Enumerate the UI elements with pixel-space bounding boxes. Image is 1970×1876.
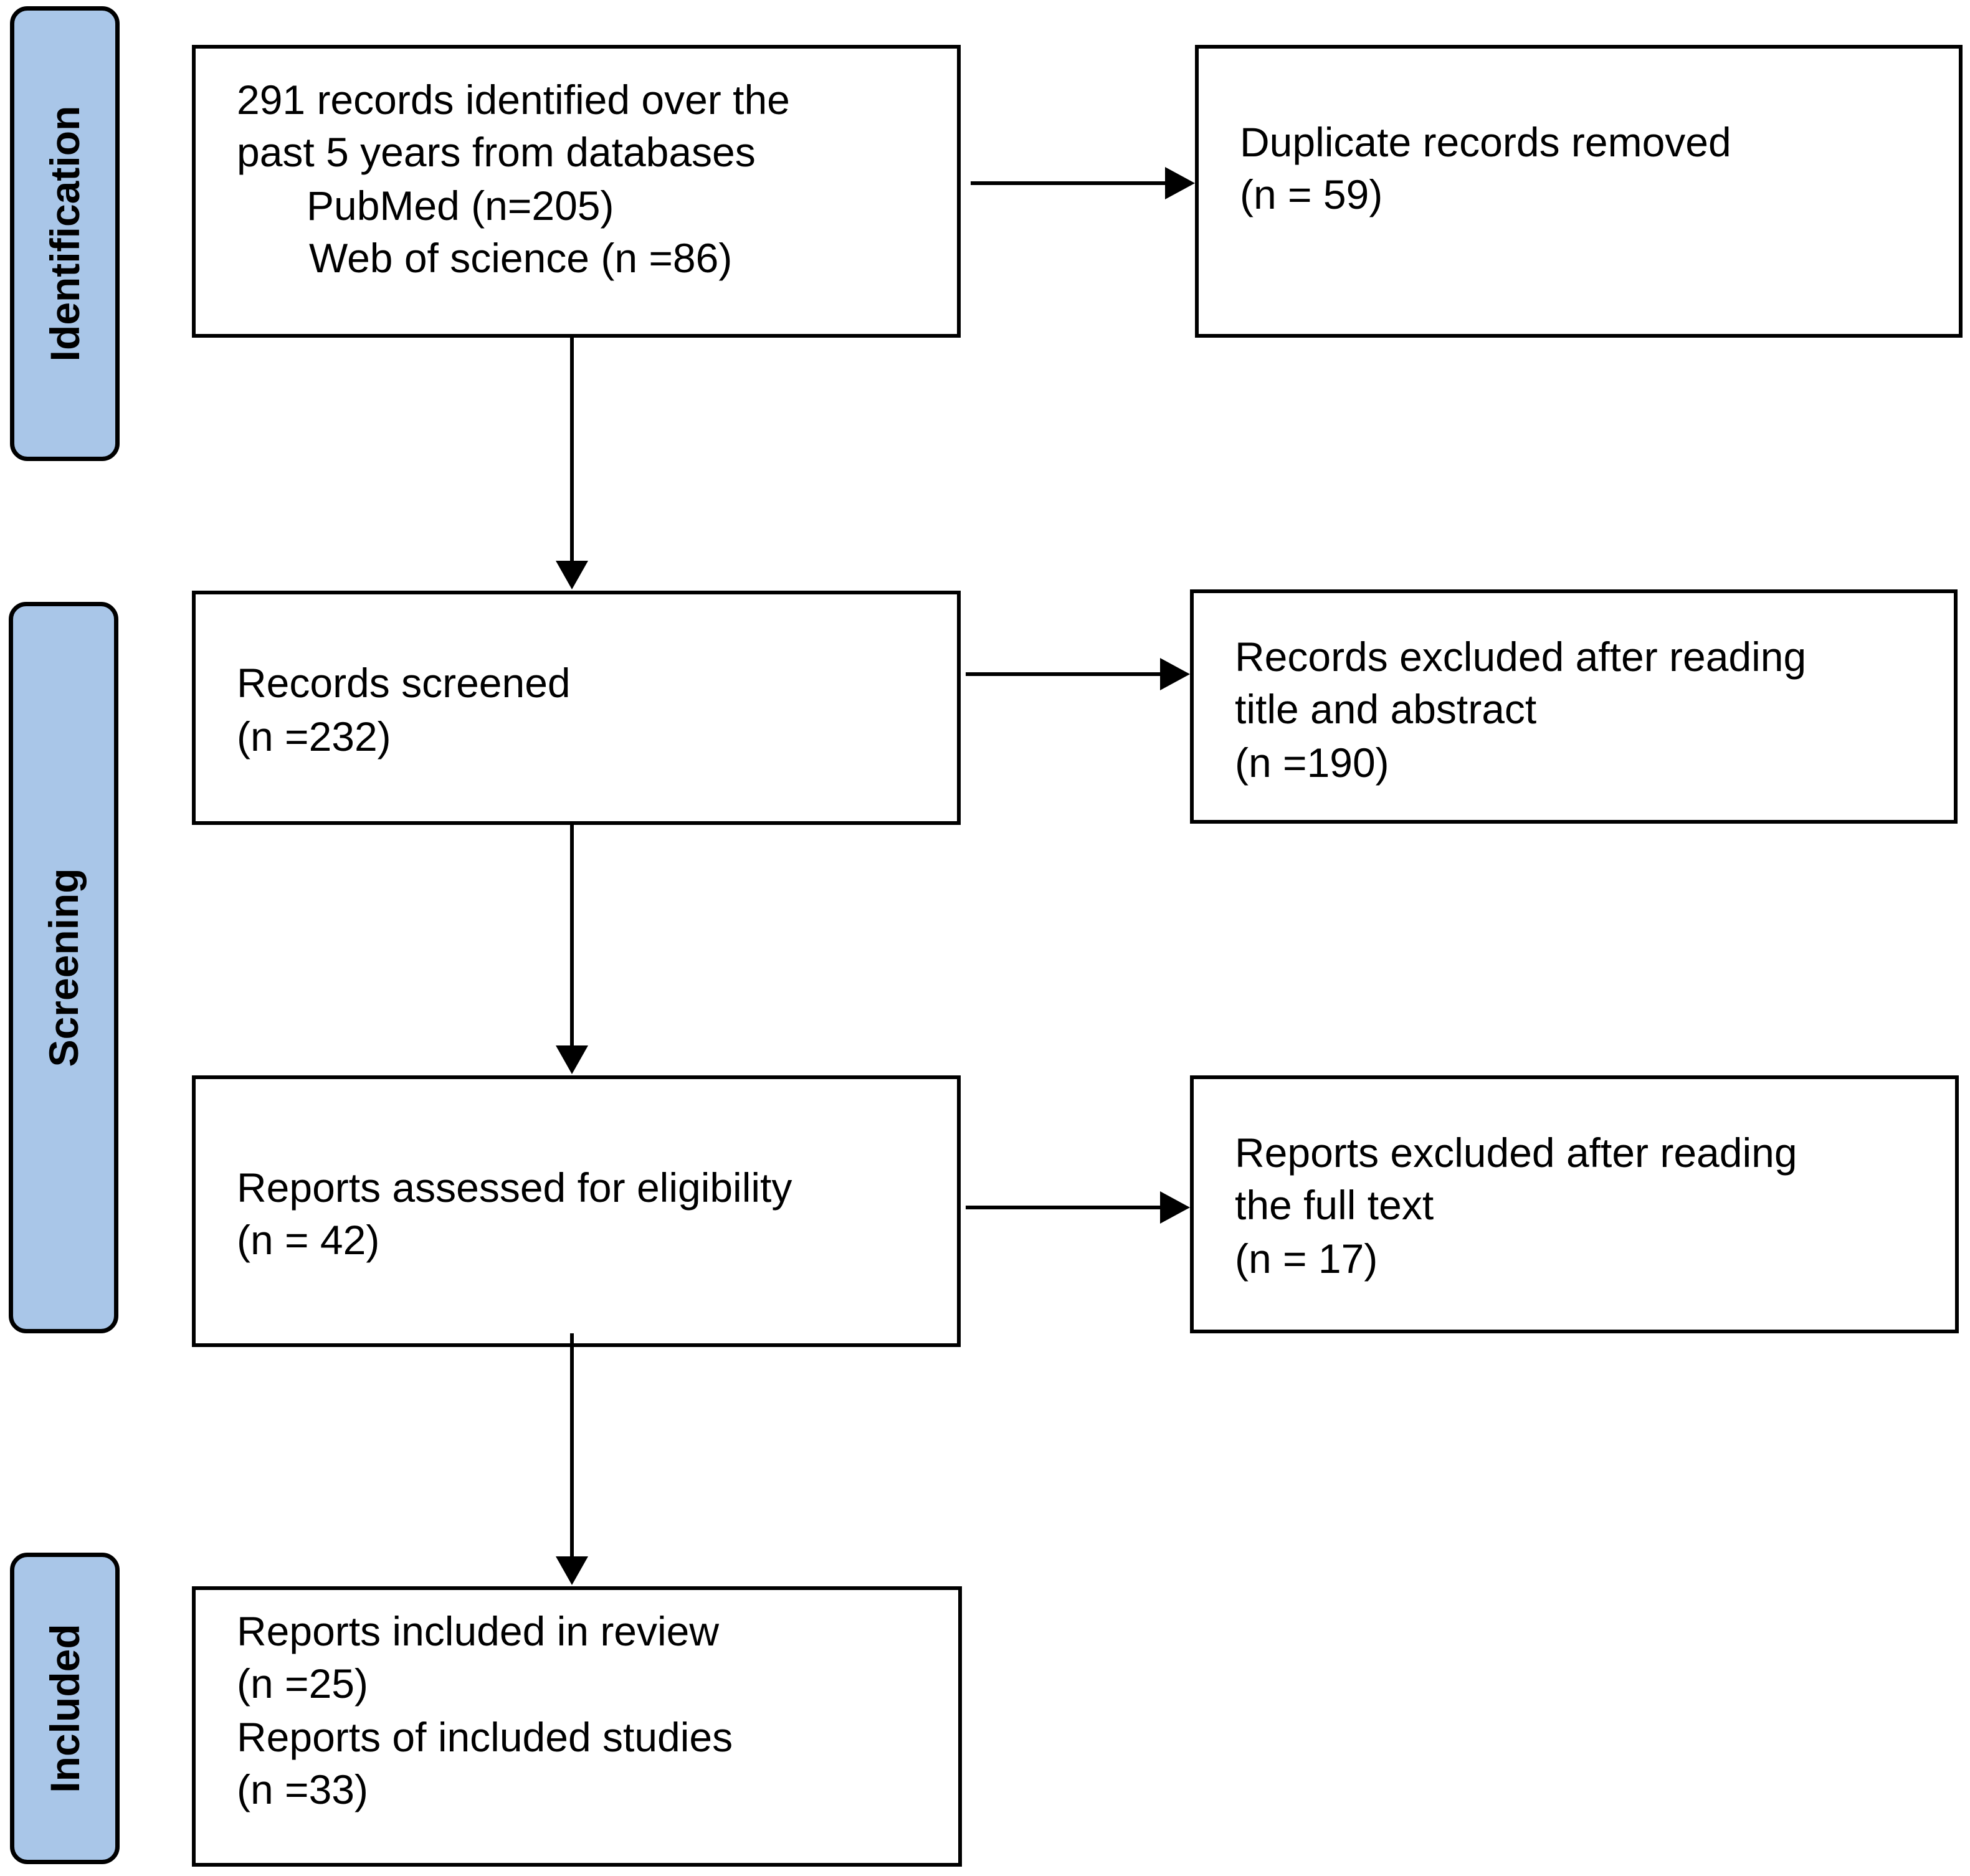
included-line-2: (n =25) [237, 1660, 368, 1707]
reports-excluded-box: Reports excluded after reading the full … [1190, 1075, 1959, 1333]
excluded-full-line-1: Reports excluded after reading [1235, 1130, 1797, 1176]
assessed-line-1: Reports assessed for eligibility [237, 1164, 792, 1211]
reports-assessed-box: Reports assessed for eligibility (n = 42… [192, 1075, 961, 1347]
arrowhead-right-2 [1160, 658, 1190, 690]
excluded-title-line-2: title and abstract [1235, 686, 1537, 732]
identified-line-3: PubMed (n=205) [307, 183, 614, 229]
screened-line-1: Records screened [237, 660, 571, 706]
phase-screening: Screening [9, 602, 118, 1333]
included-line-3: Reports of included studies [237, 1714, 733, 1760]
records-screened-box: Records screened (n =232) [192, 591, 961, 825]
identified-line-4: Web of science (n =86) [309, 235, 733, 281]
duplicates-removed-box: Duplicate records removed (n = 59) [1195, 45, 1963, 338]
duplicates-line-1: Duplicate records removed [1240, 119, 1731, 165]
excluded-title-line-3: (n =190) [1235, 740, 1389, 786]
included-line-1: Reports included in review [237, 1608, 720, 1654]
arrowhead-down-3 [556, 1556, 588, 1585]
included-box: Reports included in review (n =25) Repor… [192, 1586, 962, 1867]
arrowhead-right-3 [1160, 1191, 1190, 1224]
arrowhead-down-1 [556, 561, 588, 589]
included-line-4: (n =33) [237, 1766, 368, 1812]
arrowhead-down-2 [556, 1045, 588, 1074]
duplicates-line-2: (n = 59) [1240, 171, 1383, 217]
identified-box: 291 records identified over the past 5 y… [192, 45, 961, 338]
assessed-line-2: (n = 42) [237, 1217, 380, 1263]
excluded-title-line-1: Records excluded after reading [1235, 634, 1807, 680]
arrowhead-right-1 [1165, 167, 1195, 199]
identified-line-2: past 5 years from databases [237, 129, 756, 175]
identified-line-1: 291 records identified over the [237, 77, 790, 123]
phase-identification: Identification [10, 6, 120, 461]
excluded-full-line-3: (n = 17) [1235, 1236, 1378, 1282]
records-excluded-box: Records excluded after reading title and… [1190, 589, 1958, 824]
screened-line-2: (n =232) [237, 713, 391, 759]
phase-included: Included [10, 1553, 120, 1864]
excluded-full-line-2: the full text [1235, 1182, 1434, 1228]
